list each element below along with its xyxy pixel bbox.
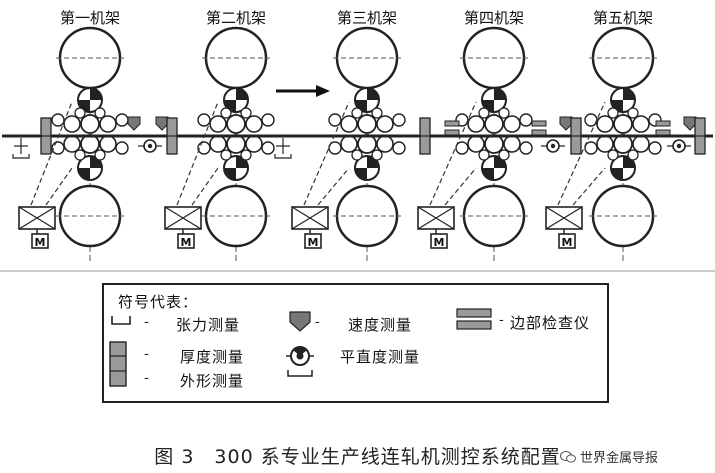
motor-label: M <box>308 236 319 249</box>
thickness-gauge-icon <box>694 117 706 155</box>
legend-speed-label: 速度测量 <box>348 316 413 334</box>
thickness-gauge-icon <box>40 117 52 155</box>
mill-stand <box>50 26 130 266</box>
rolling-direction-arrow <box>276 85 330 97</box>
flatness-meter-icon <box>137 139 163 153</box>
stand-label: 第五机架 <box>593 9 653 27</box>
motor-box <box>31 233 49 249</box>
speed-sensor-icon <box>683 116 697 131</box>
drive-unit <box>545 206 583 235</box>
drive-shafts <box>30 101 606 206</box>
tension-meter-icon <box>274 137 292 159</box>
legend-edge-icon <box>456 308 492 330</box>
legend-speed-icon <box>289 311 311 332</box>
legend-dash: - <box>315 314 320 330</box>
thickness-gauge-icon <box>166 117 178 155</box>
mill-stand <box>327 26 407 266</box>
drive-unit <box>164 206 202 235</box>
stand-label: 第四机架 <box>464 9 524 27</box>
legend-dash: - <box>144 314 149 330</box>
drive-unit <box>18 206 56 235</box>
watermark: 世界金属导报 <box>560 447 658 466</box>
thickness-gauge-icon <box>570 117 582 155</box>
mill-stand <box>196 26 276 266</box>
edge-detector-icon <box>444 120 460 136</box>
motor-box <box>430 233 448 249</box>
motor-box <box>177 233 195 249</box>
drive-unit <box>291 206 329 235</box>
legend-dash: - <box>499 312 504 328</box>
motor-box <box>304 233 322 249</box>
flatness-meter-icon <box>666 139 692 153</box>
motor-label: M <box>181 236 192 249</box>
legend-dash: - <box>144 346 149 362</box>
legend-flatness-label: 平直度测量 <box>340 348 421 366</box>
motor-label: M <box>434 236 445 249</box>
legend-edge-label: 边部检查仪 <box>510 314 591 332</box>
edge-detector-icon <box>531 120 547 136</box>
stand-label: 第三机架 <box>337 9 397 27</box>
figure-caption: 图 3 300 系专业生产线连轧机测控系统配置 <box>154 446 561 468</box>
speed-sensor-icon <box>127 116 141 131</box>
legend-flatness-icon <box>286 346 314 377</box>
instrument-group-2-3 <box>274 137 292 159</box>
legend-title: 符号代表： <box>118 293 199 311</box>
motor-box <box>558 233 576 249</box>
instrument-group-entry <box>12 117 52 159</box>
speed-sensor-icon <box>559 116 573 131</box>
flatness-meter-icon <box>540 139 566 153</box>
legend-dash: - <box>144 370 149 386</box>
thickness-gauge-icon <box>419 117 431 155</box>
legend-tension-icon <box>111 316 131 325</box>
legend-thickness-icon <box>109 341 127 387</box>
legend-profile-label: 外形测量 <box>180 372 245 390</box>
drive-unit <box>417 206 455 235</box>
wechat-icon <box>560 451 576 463</box>
stand-label: 第二机架 <box>206 9 266 27</box>
motor-label: M <box>35 236 46 249</box>
mill-stand <box>583 26 663 266</box>
legend-tension-label: 张力测量 <box>176 316 241 334</box>
mill-stand <box>454 26 534 266</box>
stand-label: 第一机架 <box>60 9 120 27</box>
watermark-text: 世界金属导报 <box>580 451 659 466</box>
tension-meter-icon <box>12 137 30 159</box>
legend-box <box>102 283 609 403</box>
motor-label: M <box>562 236 573 249</box>
legend-thickness-label: 厚度测量 <box>180 348 245 366</box>
edge-detector-icon <box>655 120 671 136</box>
speed-sensor-icon <box>155 116 169 131</box>
